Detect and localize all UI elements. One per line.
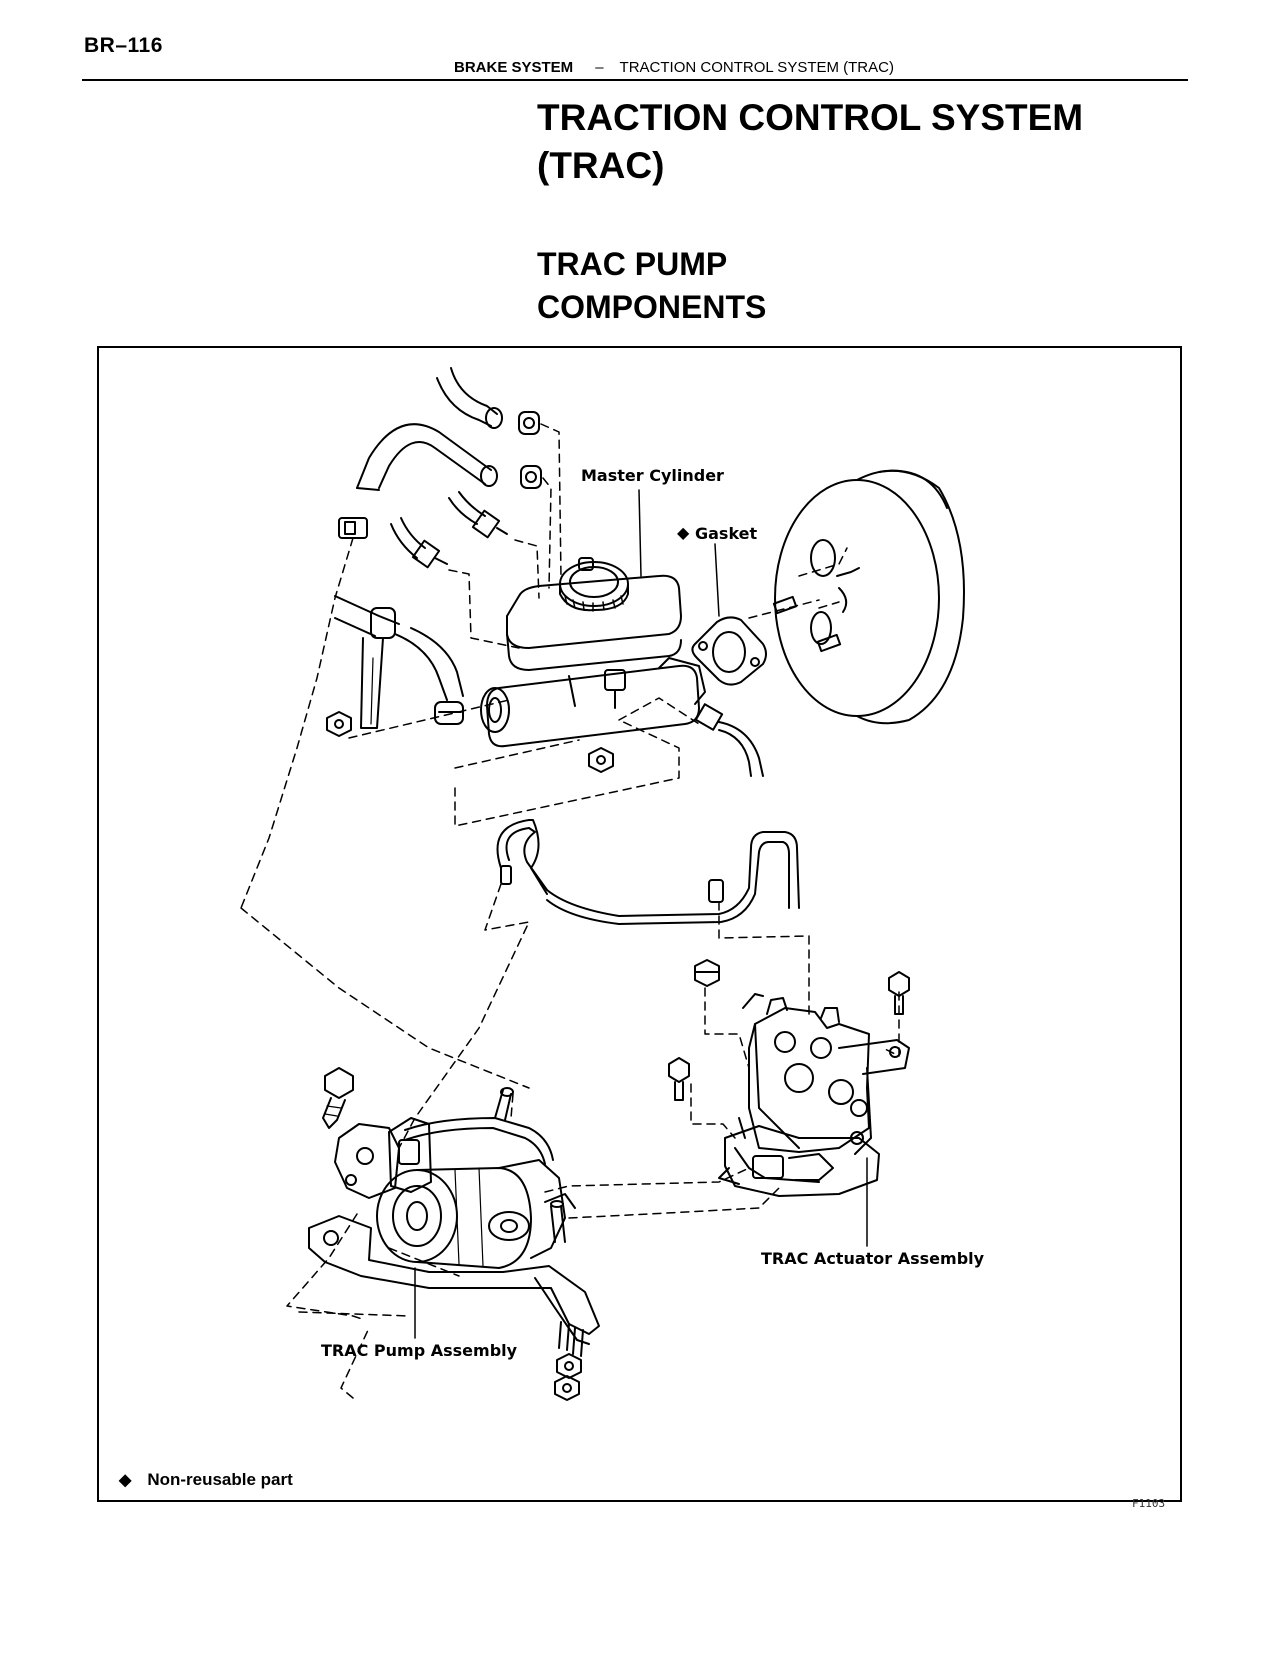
label-leader-lines (414, 489, 868, 1339)
running-header: BRAKE SYSTEM –TRACTION CONTROL SYSTEM (TR… (454, 59, 894, 76)
component-illustration: Master Cylinder ◆ Gasket TRAC Actuator A… (240, 367, 985, 1401)
gasket (691, 616, 767, 686)
label-master-cylinder: Master Cylinder (581, 466, 724, 485)
page-number: BR–116 (84, 34, 163, 57)
brake-booster (772, 469, 965, 725)
master-cylinder (480, 557, 706, 748)
section-title-line-1: TRAC PUMP (537, 246, 728, 282)
label-trac-actuator-assembly: TRAC Actuator Assembly (761, 1249, 985, 1268)
page-title-line-1: TRACTION CONTROL SYSTEM (537, 97, 1084, 138)
legend-text: Non-reusable part (147, 1470, 293, 1489)
section-title-line-2: COMPONENTS (537, 289, 767, 325)
legend: ◆ Non-reusable part (119, 1470, 293, 1490)
page-title: TRACTION CONTROL SYSTEM (TRAC) (537, 94, 1083, 190)
brake-tube (496, 819, 800, 925)
running-header-section: BRAKE SYSTEM (454, 59, 574, 76)
running-header-subsection: TRACTION CONTROL SYSTEM (TRAC) (619, 59, 894, 76)
assembly-leader-lines-upper (240, 423, 848, 1089)
assembly-leader-lines-lower (286, 883, 900, 1399)
trac-actuator-assembly (668, 959, 910, 1197)
label-trac-pump-assembly: TRAC Pump Assembly (321, 1341, 518, 1360)
label-gasket: Gasket (695, 524, 758, 543)
hoses-and-clamps (338, 367, 542, 569)
section-title: TRAC PUMP COMPONENTS (537, 243, 766, 329)
brake-line-right (694, 703, 764, 777)
component-diagram: Master Cylinder ◆ Gasket TRAC Actuator A… (97, 346, 1182, 1502)
trac-pump-assembly (308, 1067, 600, 1401)
header-rule (82, 79, 1188, 81)
bracket-and-pipe (326, 595, 614, 773)
figure-code: F1103 (1132, 1497, 1166, 1510)
diamond-icon: ◆ (119, 1472, 132, 1489)
non-reusable-marker-icon: ◆ (677, 523, 690, 542)
page-title-line-2: (TRAC) (537, 145, 665, 186)
running-header-separator: – (595, 59, 604, 76)
